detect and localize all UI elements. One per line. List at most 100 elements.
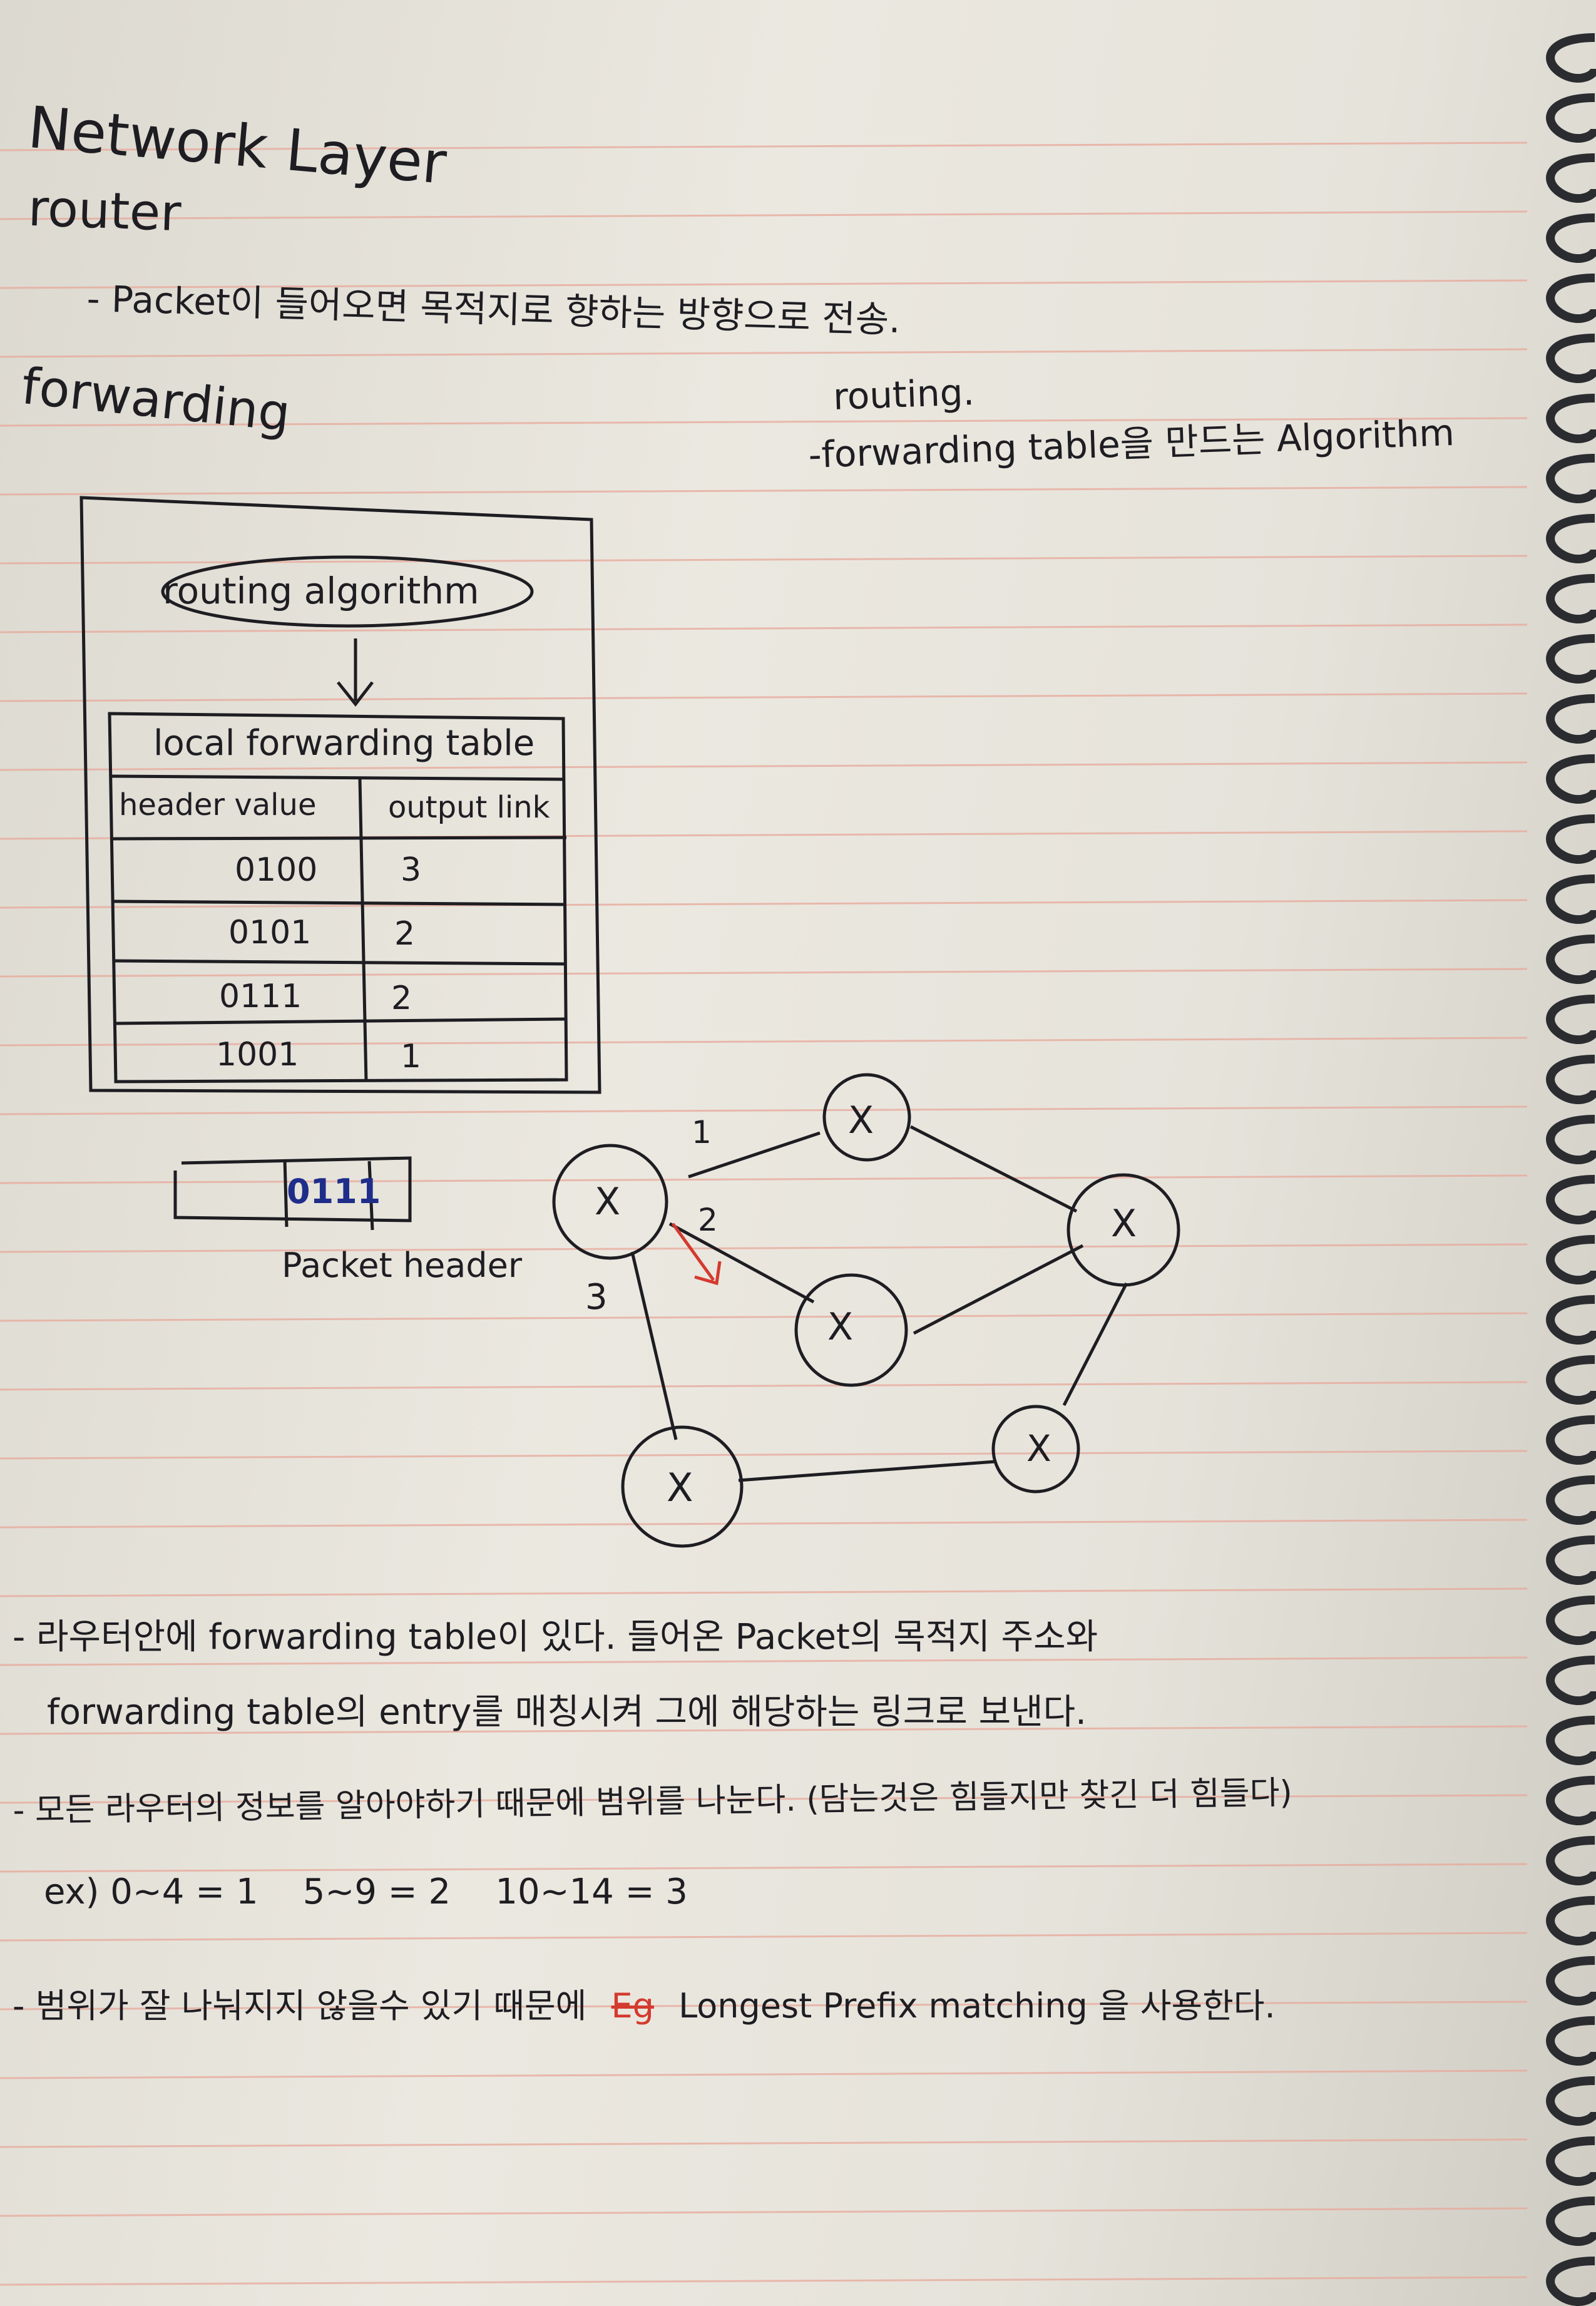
router-node-mark: X: [1111, 1202, 1137, 1246]
column-header-value: header value: [119, 787, 317, 822]
binding-ring: [1546, 1355, 1596, 1405]
table-cell-link: 1: [401, 1038, 422, 1075]
ruled-line: [0, 761, 1528, 771]
binding-ring: [1546, 1776, 1596, 1825]
algorithm-ellipse: [161, 555, 534, 628]
router-node: [991, 1405, 1080, 1494]
binding-ring: [1546, 93, 1596, 143]
ruled-line: [0, 279, 1528, 289]
link-label: 3: [585, 1277, 608, 1318]
binding-ring: [1546, 1415, 1596, 1465]
ruled-line: [0, 1037, 1528, 1047]
binding-ring: [1546, 2016, 1596, 2066]
binding-ring: [1546, 33, 1596, 83]
network-links: [630, 1125, 1128, 1482]
column-header-link: output link: [388, 790, 550, 825]
router-node: [794, 1273, 908, 1387]
binding-ring: [1546, 394, 1596, 443]
algorithm-label: routing algorithm: [163, 570, 479, 612]
binding-ring: [1546, 694, 1596, 744]
router-node-mark: X: [1026, 1427, 1051, 1470]
binding-ring: [1546, 1656, 1596, 1705]
ruled-line: [0, 210, 1528, 220]
ruled-line: [0, 692, 1528, 702]
link-label: 2: [698, 1202, 718, 1238]
spiral-binding: [1546, 33, 1596, 2306]
binding-ring: [1546, 213, 1596, 263]
table-cell-link: 2: [394, 915, 416, 953]
binding-ring: [1546, 1596, 1596, 1645]
link-label: 1: [692, 1114, 712, 1150]
binding-ring: [1546, 634, 1596, 684]
ruled-line: [0, 348, 1528, 358]
binding-ring: [1546, 1475, 1596, 1525]
ruled-line: [0, 1519, 1528, 1529]
binding-ring: [1546, 1836, 1596, 1885]
down-arrow-icon: [337, 638, 374, 707]
binding-ring: [1546, 935, 1596, 984]
binding-ring: [1546, 2196, 1596, 2246]
binding-ring: [1546, 2136, 1596, 2186]
ruled-line: [0, 1105, 1528, 1115]
binding-ring: [1546, 1535, 1596, 1585]
binding-ring: [1546, 1295, 1596, 1345]
ruled-line: [0, 486, 1528, 496]
ruled-line: [0, 1656, 1528, 1666]
table-cell-header: 0101: [228, 914, 312, 951]
table-cell-link: 2: [391, 980, 412, 1017]
ruled-line: [0, 141, 1528, 151]
ruled-line: [0, 2069, 1528, 2079]
router-node: [822, 1073, 911, 1162]
ruled-line: [0, 1450, 1528, 1460]
ruled-line: [0, 2138, 1528, 2148]
router-node-mark: X: [595, 1180, 621, 1224]
table-cell-link: 3: [401, 851, 422, 889]
binding-ring: [1546, 995, 1596, 1044]
ruled-line: [0, 1174, 1528, 1184]
binding-ring: [1546, 274, 1596, 323]
binding-ring: [1546, 1716, 1596, 1765]
router-node: [1067, 1173, 1180, 1287]
ruled-line: [0, 2276, 1528, 2286]
binding-ring: [1546, 153, 1596, 203]
binding-ring: [1546, 754, 1596, 804]
ruled-line: [0, 2001, 1528, 2011]
router-box: [79, 496, 601, 1094]
binding-ring: [1546, 814, 1596, 864]
bullet-3: - 범위가 잘 나눠지지 않을수 있기 때문에 Eg Longest Prefi…: [13, 1978, 1276, 2027]
router-node-mark: X: [827, 1305, 854, 1349]
binding-ring: [1546, 574, 1596, 623]
ruled-line: [0, 1312, 1528, 1322]
packet-value: 0111: [287, 1172, 381, 1211]
bullet-1-line-2: forwarding table의 entry를 매칭시켜 그에 해당하는 링크…: [47, 1692, 1087, 1733]
table-cell-header: 1001: [216, 1036, 299, 1074]
ruled-line: [0, 1863, 1528, 1873]
router-node-mark: X: [667, 1465, 693, 1510]
bullet-3-strikeout: Eg: [611, 1986, 654, 2026]
bullet-3-suffix: Longest Prefix matching 을 사용한다.: [678, 1986, 1276, 2026]
ruled-line: [0, 2207, 1528, 2217]
ruled-line: [0, 968, 1528, 978]
ruled-line: [0, 1932, 1528, 1942]
binding-ring: [1546, 1175, 1596, 1224]
binding-ring: [1546, 2076, 1596, 2126]
binding-ring: [1546, 874, 1596, 924]
binding-ring: [1546, 514, 1596, 563]
table-title: local forwarding table: [153, 723, 535, 764]
binding-ring: [1546, 2257, 1596, 2306]
forward-arrow-icon: [671, 1222, 722, 1286]
table-cell-header: 0100: [235, 851, 318, 889]
router-node: [621, 1425, 744, 1548]
forwarding-table-grid: [108, 712, 568, 1084]
router-node-mark: X: [848, 1099, 874, 1142]
ruled-line: [0, 1243, 1528, 1253]
router-node: [552, 1144, 668, 1260]
ruled-line: [0, 1587, 1528, 1597]
binding-ring: [1546, 1956, 1596, 2006]
ruled-line: [0, 899, 1528, 909]
ruled-line: [0, 1381, 1528, 1391]
bullet-1-line-1: - 라우터안에 forwarding table이 있다. 들어온 Packet…: [13, 1617, 1098, 1658]
